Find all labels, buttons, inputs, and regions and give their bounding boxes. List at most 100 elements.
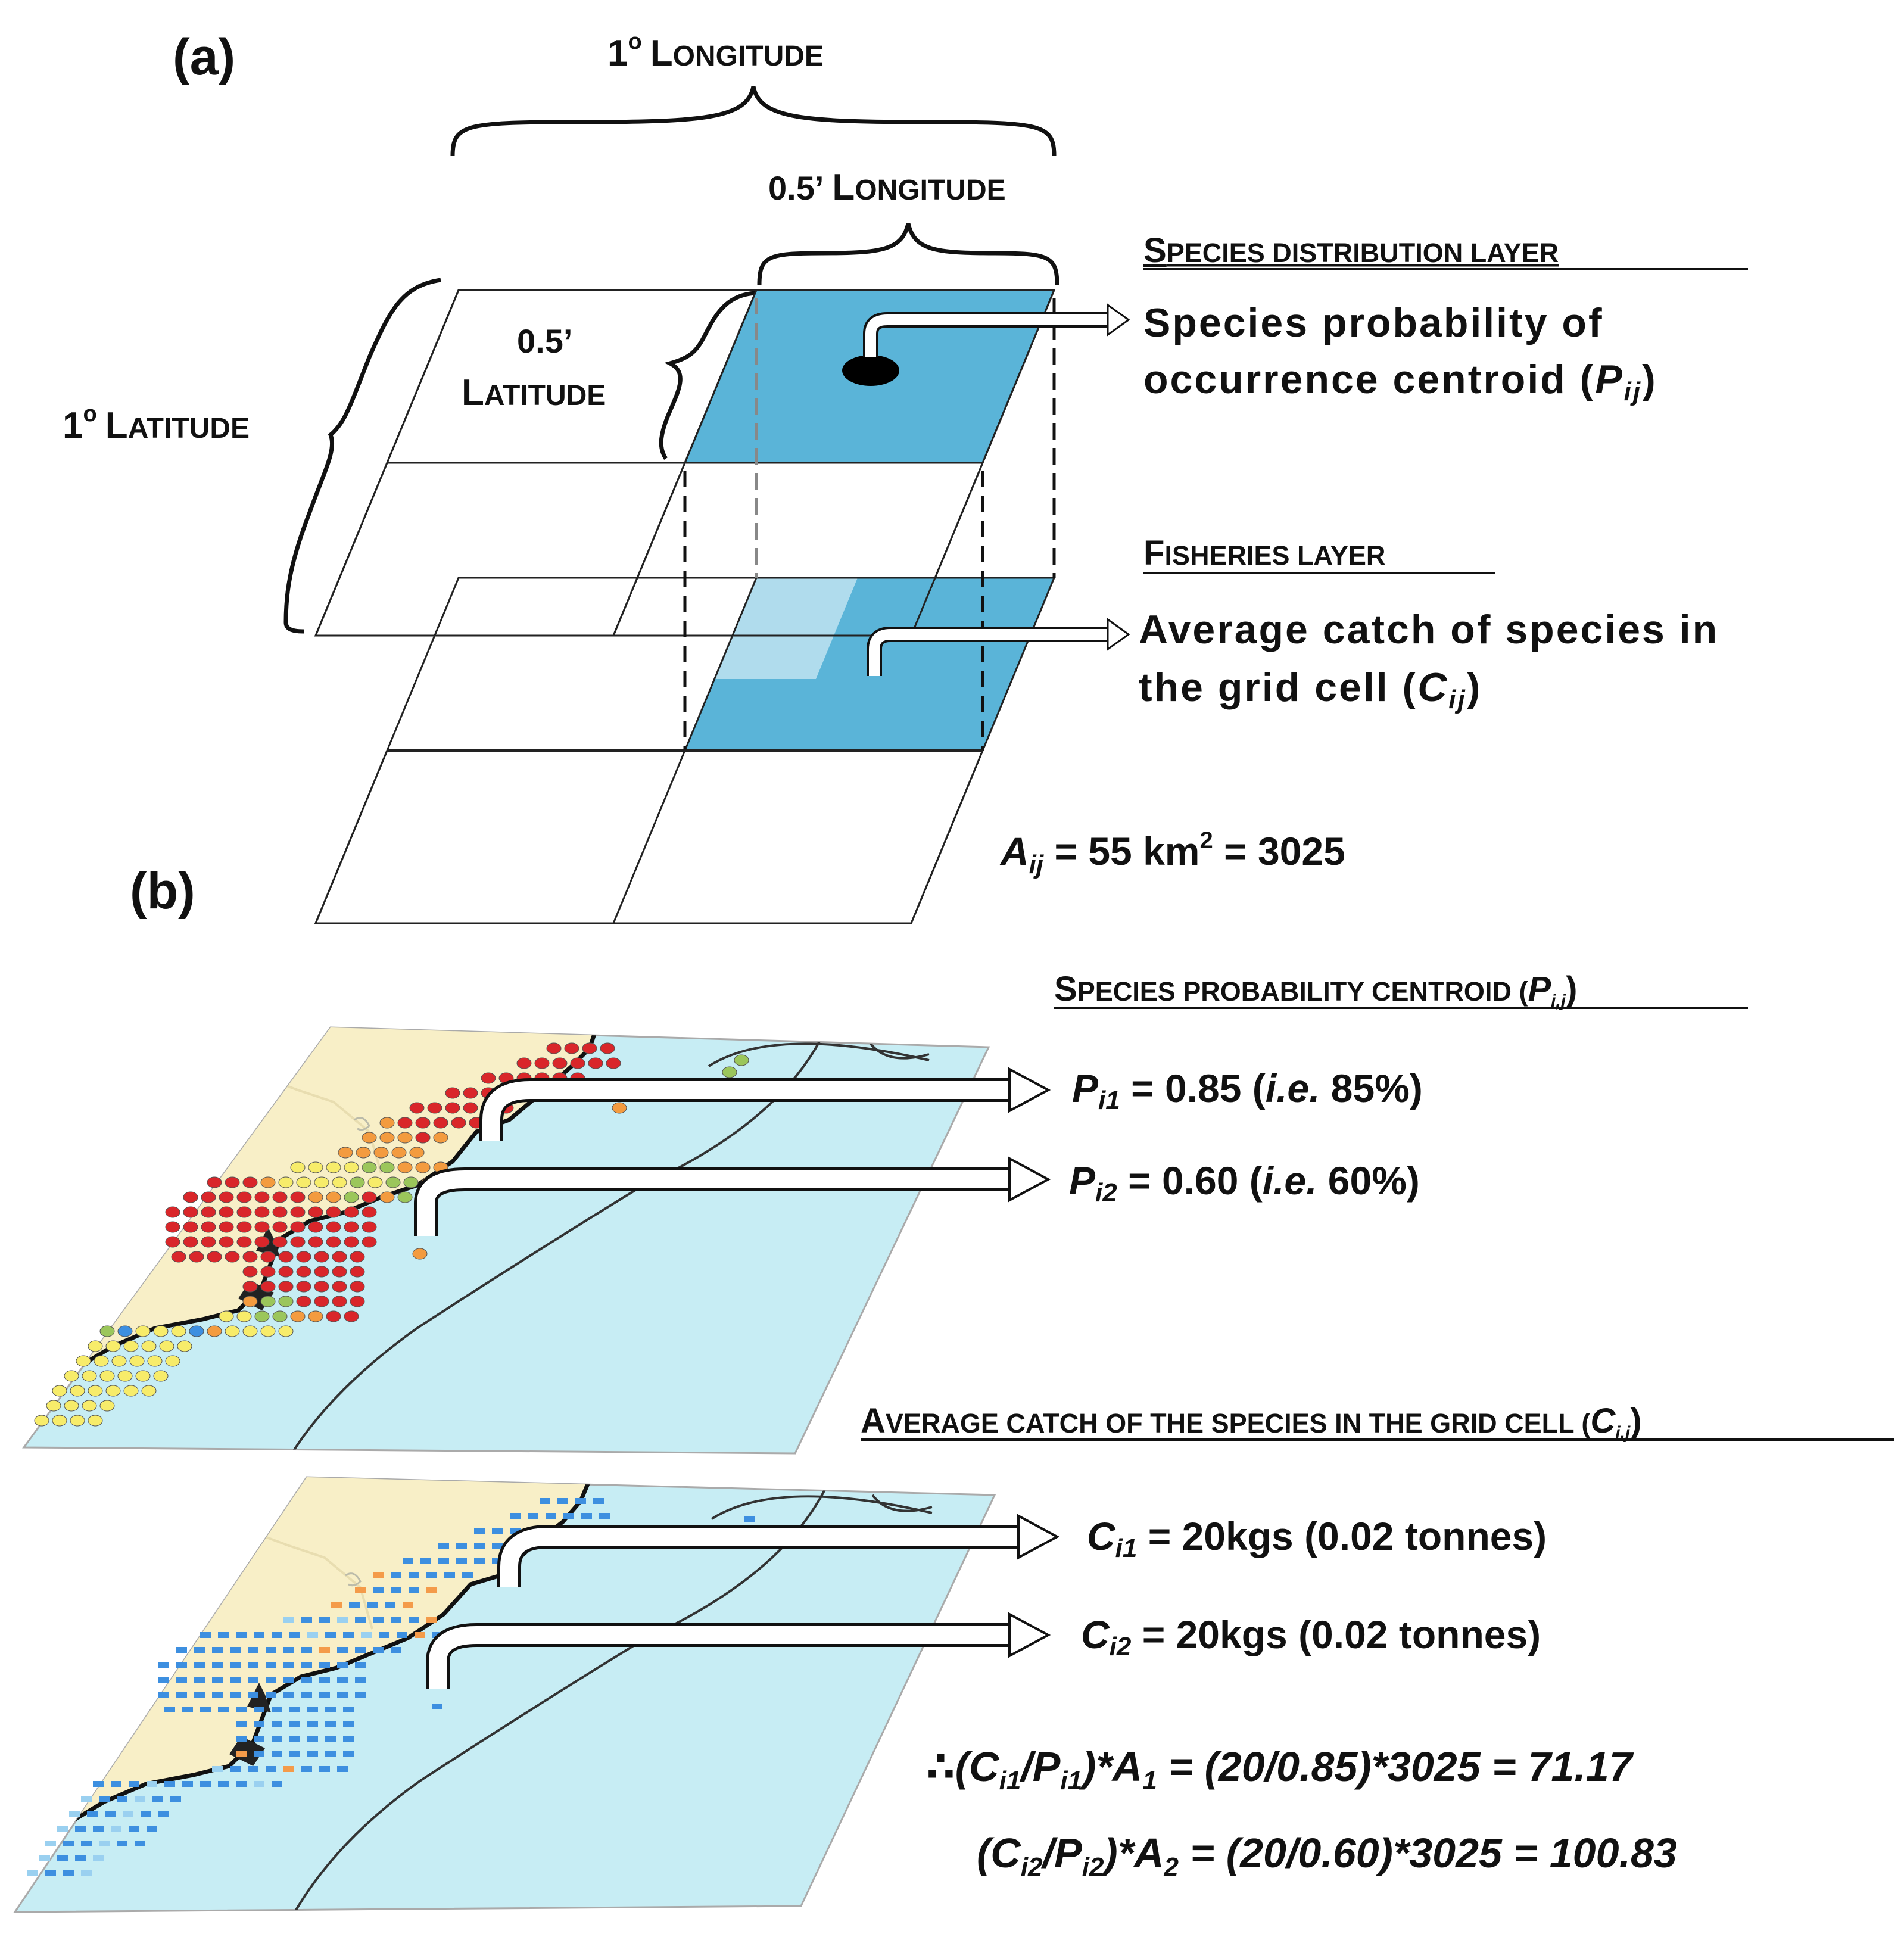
probability-dot [314, 1176, 329, 1188]
catch-cell [438, 1558, 449, 1564]
catch-cell [182, 1781, 193, 1787]
catch-cell [272, 1751, 282, 1757]
catch-cell [307, 1736, 318, 1742]
species-layer-heading: SPECIES DISTRIBUTION LAYER [1143, 231, 1559, 270]
catch-cell [283, 1766, 294, 1772]
catch-cell [230, 1647, 241, 1653]
lat-half-label: LATITUDE [462, 372, 606, 413]
catch-cell [283, 1647, 294, 1653]
catch-cell [355, 1647, 366, 1653]
probability-dot [183, 1191, 198, 1203]
catch-cell [444, 1572, 455, 1578]
probability-dot [135, 1370, 151, 1382]
probability-dot [606, 1057, 621, 1069]
probability-dot [385, 1176, 401, 1188]
probability-dot [201, 1236, 216, 1248]
catch-cell [325, 1751, 336, 1757]
catch-cell [301, 1617, 312, 1623]
probability-dot [379, 1117, 395, 1129]
catch-cell [319, 1647, 330, 1653]
catch-cell [75, 1855, 86, 1861]
probability-dot [111, 1355, 127, 1367]
catch-cell [337, 1647, 348, 1653]
p2-value: Pi2 = 0.60 (i.e. 60%) [1069, 1159, 1420, 1207]
catch-cell [272, 1707, 282, 1712]
probability-dot [350, 1281, 365, 1293]
probability-dot [373, 1147, 389, 1159]
probability-dot [338, 1147, 353, 1159]
catch-cell [194, 1692, 205, 1698]
probability-dot [290, 1310, 306, 1322]
probability-dot [433, 1132, 448, 1144]
catch-cell [283, 1617, 294, 1623]
probability-dot [165, 1355, 180, 1367]
probability-dot [236, 1191, 252, 1203]
probability-dot [326, 1191, 341, 1203]
probability-dot [242, 1296, 258, 1307]
catch-cell [337, 1677, 348, 1683]
probability-dot [165, 1206, 180, 1218]
catch-cell [557, 1498, 568, 1504]
probability-dot [236, 1221, 252, 1233]
probability-dot [207, 1176, 222, 1188]
probability-dot [159, 1340, 174, 1352]
probability-dot [344, 1236, 359, 1248]
catch-cell [272, 1632, 282, 1638]
probability-dot [415, 1117, 431, 1129]
catch-cell [540, 1498, 550, 1504]
probability-dot [165, 1236, 180, 1248]
probability-dot [409, 1147, 425, 1159]
base-grid [314, 749, 984, 924]
catch-cell [546, 1513, 556, 1519]
catch-cell [319, 1766, 330, 1772]
probability-dot [290, 1236, 306, 1248]
probability-dot [254, 1221, 270, 1233]
catch-cell [176, 1677, 187, 1683]
probability-dot [308, 1221, 323, 1233]
probability-dot [308, 1191, 323, 1203]
catch-cell [27, 1870, 38, 1876]
catch-cell [319, 1662, 330, 1668]
probability-dot [362, 1236, 377, 1248]
probability-dot [290, 1161, 306, 1173]
catch-cell [254, 1721, 264, 1727]
catch-cell [420, 1558, 431, 1564]
probability-dot [326, 1161, 341, 1173]
catch-cell [230, 1677, 241, 1683]
probability-dot [481, 1072, 496, 1084]
catch-cell [254, 1736, 264, 1742]
catch-cell [325, 1736, 336, 1742]
probability-dot [225, 1325, 240, 1337]
probability-dot [260, 1251, 276, 1263]
probability-dot [362, 1221, 377, 1233]
catch-cell [426, 1572, 437, 1578]
c1-value: Ci1 = 20kgs (0.02 tonnes) [1087, 1514, 1547, 1563]
catch-cell [57, 1855, 68, 1861]
catch-cell [563, 1513, 574, 1519]
catch-cell [236, 1736, 247, 1742]
catch-cell [93, 1826, 104, 1832]
probability-dot [463, 1102, 478, 1114]
catch-cell [57, 1826, 68, 1832]
probability-dot [600, 1042, 615, 1054]
catch-cell [367, 1602, 378, 1608]
probability-dot [236, 1236, 252, 1248]
probability-dot [290, 1191, 306, 1203]
probability-dot [165, 1221, 180, 1233]
catch-cell [176, 1692, 187, 1698]
probability-dot [219, 1206, 234, 1218]
probability-dot [314, 1281, 329, 1293]
catch-cell [147, 1781, 157, 1787]
probability-dot [242, 1266, 258, 1278]
probability-dot [409, 1102, 425, 1114]
catch-cell [337, 1617, 348, 1623]
catch-cell [75, 1826, 86, 1832]
catch-cell [248, 1692, 258, 1698]
catch-cell [218, 1707, 229, 1712]
probability-dot [564, 1042, 579, 1054]
probability-dot [183, 1236, 198, 1248]
catch-cell [283, 1677, 294, 1683]
catch-cell [492, 1558, 503, 1564]
catch-cell [248, 1647, 258, 1653]
